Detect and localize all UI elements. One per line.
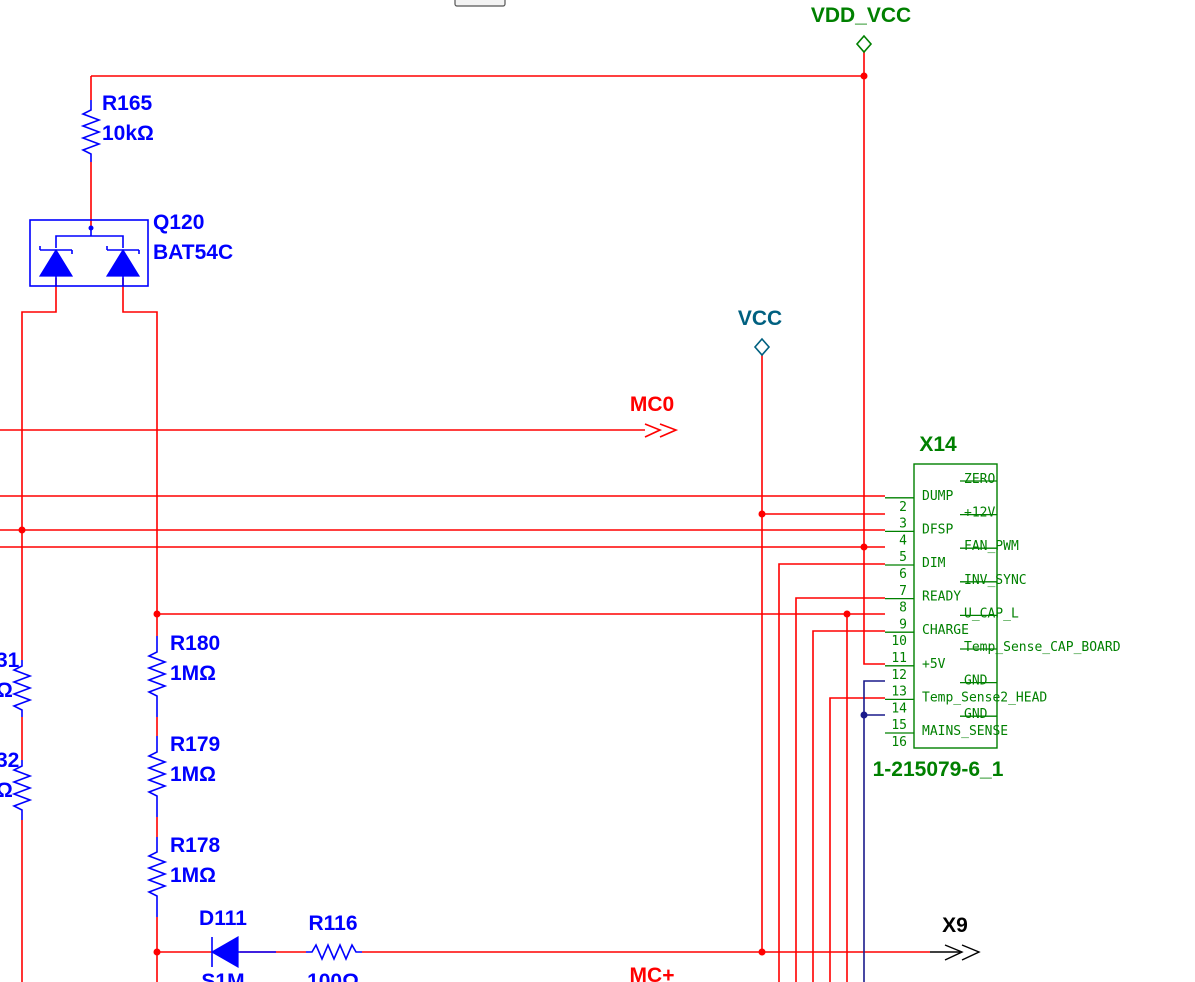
x14-pin-number: 9	[899, 617, 907, 632]
x14-pin-number: 8	[899, 601, 907, 616]
junctions	[18, 72, 868, 956]
x14-pin-number: 15	[891, 718, 907, 733]
mc0-offpage-connector[interactable]: MC0	[630, 393, 679, 438]
r182-value: Ω	[0, 779, 13, 802]
x14-pin-number: 7	[899, 584, 907, 599]
x9-offpage-connector[interactable]: X9	[930, 914, 981, 961]
r181-value: Ω	[0, 679, 13, 702]
resistor-r182-partial[interactable]: 32 Ω	[0, 749, 33, 820]
resistor-r178[interactable]: R178 1MΩ	[146, 834, 221, 917]
x14-pin-name: +12V	[964, 506, 995, 521]
x14-pin-name: DFSP	[922, 522, 953, 537]
r165-ref: R165	[102, 92, 153, 115]
resistor-r179[interactable]: R179 1MΩ	[146, 733, 220, 817]
resistor-r116[interactable]: R116 100Ω	[306, 912, 362, 982]
vdd-vcc-label: VDD_VCC	[811, 4, 911, 27]
wires	[0, 52, 930, 982]
x14-pin-number: 2	[899, 500, 907, 515]
x14-pin-name: GND	[964, 707, 988, 722]
r165-value: 10kΩ	[102, 122, 154, 145]
x14-pin-number: 10	[891, 634, 907, 649]
r116-ref: R116	[308, 912, 357, 935]
x14-ref: X14	[919, 433, 957, 456]
x14-pin-number: 16	[891, 735, 907, 750]
resistor-r165[interactable]: R165 10kΩ	[80, 92, 154, 162]
r181-ref: 31	[0, 649, 20, 672]
r180-value: 1MΩ	[170, 662, 216, 685]
r179-value: 1MΩ	[170, 763, 216, 786]
x14-pin-name: Temp_Sense2_HEAD	[922, 690, 1047, 705]
r178-value: 1MΩ	[170, 864, 216, 887]
x14-pin-name: Temp_Sense_CAP_BOARD	[964, 640, 1121, 655]
r179-ref: R179	[170, 733, 220, 756]
mc-plus-label: MC+	[630, 964, 675, 982]
x14-pin-name: INV_SYNC	[964, 573, 1027, 588]
x14-pin-name: DUMP	[922, 489, 953, 504]
resistor-r181-partial[interactable]: 31 Ω	[0, 649, 33, 717]
x14-pin-number: 3	[899, 517, 907, 532]
r116-value: 100Ω	[307, 970, 359, 982]
x14-pin-name: MAINS_SENSE	[922, 724, 1008, 739]
x14-pin-name: FAN_PWM	[964, 539, 1019, 554]
vdd-vcc-port[interactable]: VDD_VCC	[811, 4, 911, 54]
x14-pin-name: READY	[922, 590, 961, 605]
ground-wires	[863, 680, 885, 982]
x14-pin-list: ZERO 2 DUMP 3 +12V 4 DFSP 5 FAN_PWM 6 DIM 7 INV_SYNC…	[885, 472, 1121, 750]
x14-pin-name: U_CAP_L	[964, 606, 1019, 621]
x14-pin-name: +5V	[922, 657, 946, 672]
x14-pin-name: GND	[964, 674, 988, 689]
d111-value: S1M	[201, 970, 244, 982]
r180-ref: R180	[170, 632, 220, 655]
diode-pair-q120[interactable]: Q120 BAT54C	[29, 211, 233, 287]
connector-x14[interactable]: X14 1-215079-6_1 ZERO 2 DUMP 3 +12V 4 DFSP 5 FAN…	[873, 433, 1121, 781]
resistor-r180[interactable]: R180 1MΩ	[146, 632, 220, 717]
vcc-port[interactable]: VCC	[738, 307, 782, 357]
offscreen-component-edge	[454, 0, 506, 7]
x14-pin-number: 14	[891, 701, 907, 716]
x14-pin-number: 13	[891, 685, 907, 700]
x9-label: X9	[942, 914, 968, 937]
x14-pin-number: 11	[891, 651, 907, 666]
x14-pin-name: ZERO	[964, 472, 995, 487]
d111-ref: D111	[199, 907, 247, 930]
x14-pin-name: DIM	[922, 556, 946, 571]
r182-ref: 32	[0, 749, 19, 772]
x14-part: 1-215079-6_1	[873, 758, 1004, 781]
r178-ref: R178	[170, 834, 221, 857]
x14-pin-number: 4	[899, 533, 907, 548]
x14-pin-number: 5	[899, 550, 907, 565]
vcc-label: VCC	[738, 307, 782, 330]
mc0-label: MC0	[630, 393, 674, 416]
x14-pin-name: CHARGE	[922, 623, 969, 638]
x14-pin-number: 12	[891, 668, 907, 683]
q120-ref: Q120	[153, 211, 204, 234]
diode-d111[interactable]: D111 S1M	[199, 907, 276, 982]
q120-value: BAT54C	[153, 241, 233, 264]
x14-pin-number: 6	[899, 567, 907, 582]
